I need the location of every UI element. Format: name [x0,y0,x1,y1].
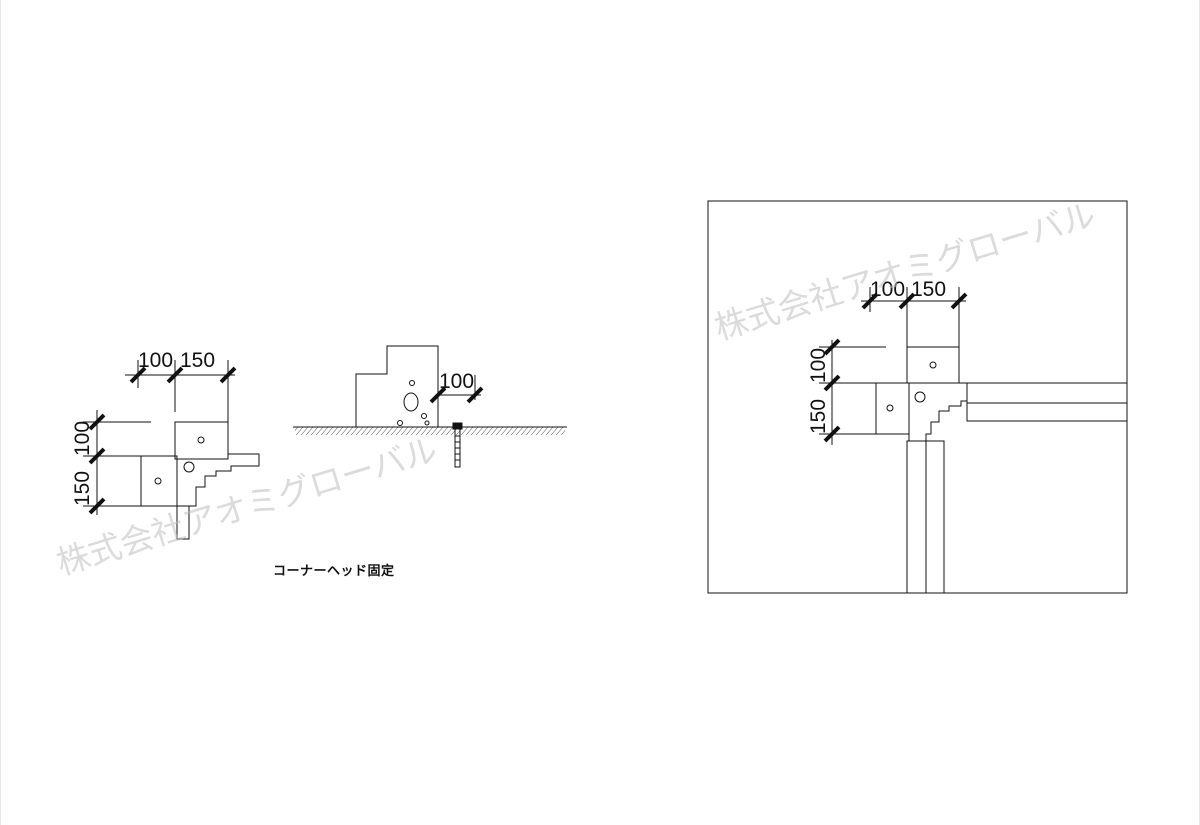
left-dim-h-1: 100 [138,349,173,372]
right-dim-h-1: 100 [870,278,905,301]
elevation-detail [293,345,567,468]
left-dim-v-1: 100 [71,421,94,456]
left-dim-h-2: 150 [180,349,215,372]
drawing-caption: コーナーヘッド固定 [273,564,395,579]
left-dim-v-2: 150 [71,471,94,506]
right-dim-v-1: 100 [807,348,830,383]
watermark-right: 株式会社アオミグローバル [710,195,1100,348]
right-framed-detail [707,200,1128,594]
right-dim-h-2: 150 [911,278,946,301]
left-plan-detail [83,360,260,540]
right-dim-v-2: 150 [807,399,830,434]
elevation-dim-h: 100 [439,370,474,393]
